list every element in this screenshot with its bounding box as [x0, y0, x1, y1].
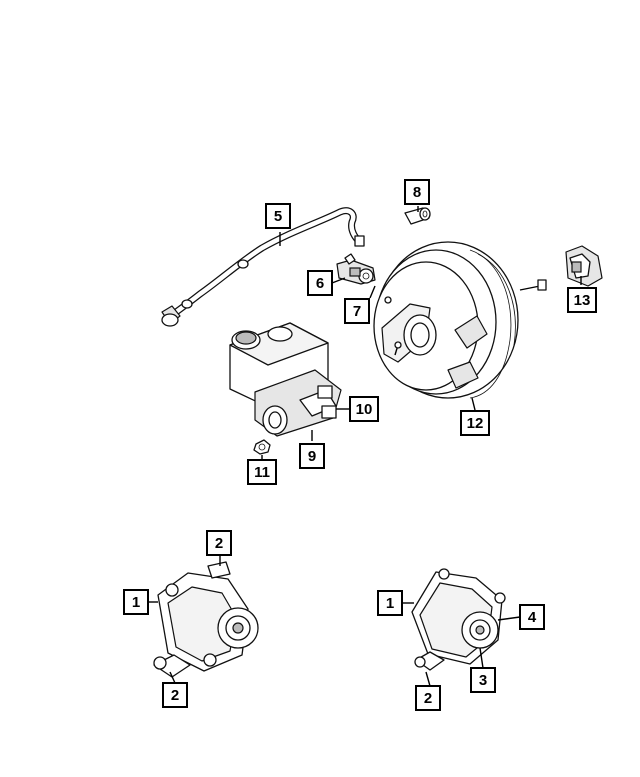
callout-2-bottom-left-label: 2 [171, 687, 179, 704]
callout-8: 8 [404, 179, 430, 205]
callout-2-bottom-left: 2 [162, 682, 188, 708]
callout-11: 11 [247, 459, 277, 485]
retaining-clip-part-13 [565, 245, 603, 287]
callout-11-label: 11 [254, 464, 270, 481]
callout-5-label: 5 [274, 208, 282, 225]
callout-2-bottom-right: 2 [415, 685, 441, 711]
check-valve-part-6 [336, 253, 376, 285]
callout-7-label: 7 [353, 303, 361, 320]
callout-10-label: 10 [356, 401, 373, 418]
callout-13-label: 13 [574, 292, 591, 309]
callout-12-label: 12 [467, 415, 484, 432]
callout-1-right: 1 [377, 590, 403, 616]
callout-1-left: 1 [123, 589, 149, 615]
callout-6: 6 [307, 270, 333, 296]
vacuum-hose-part-5 [161, 207, 365, 327]
callout-12: 12 [460, 410, 490, 436]
callout-4-label: 4 [528, 609, 537, 626]
leader-lines [148, 206, 582, 687]
callout-4: 4 [519, 604, 545, 630]
nut-part-11 [253, 439, 271, 455]
callout-3: 3 [470, 667, 496, 693]
callout-9-label: 9 [308, 448, 316, 465]
callout-8-label: 8 [413, 184, 421, 201]
callout-10: 10 [349, 396, 379, 422]
master-cylinder-part-10 [229, 322, 342, 437]
callout-1-left-label: 1 [132, 594, 140, 611]
vacuum-pump-left-part-1 [153, 561, 259, 678]
callout-2-top-left: 2 [206, 530, 232, 556]
callout-1-right-label: 1 [386, 595, 394, 612]
callout-2-top-left-label: 2 [215, 535, 223, 552]
callout-13: 13 [567, 287, 597, 313]
brake-booster-part-12 [373, 241, 547, 399]
vacuum-pump-right-part-1 [411, 568, 506, 671]
callout-3-label: 3 [479, 672, 487, 689]
callout-6-label: 6 [316, 275, 324, 292]
callout-9: 9 [299, 443, 325, 469]
callout-2-bottom-right-label: 2 [424, 690, 432, 707]
grommet-part-8 [404, 207, 431, 225]
callout-5: 5 [265, 203, 291, 229]
callout-7: 7 [344, 298, 370, 324]
